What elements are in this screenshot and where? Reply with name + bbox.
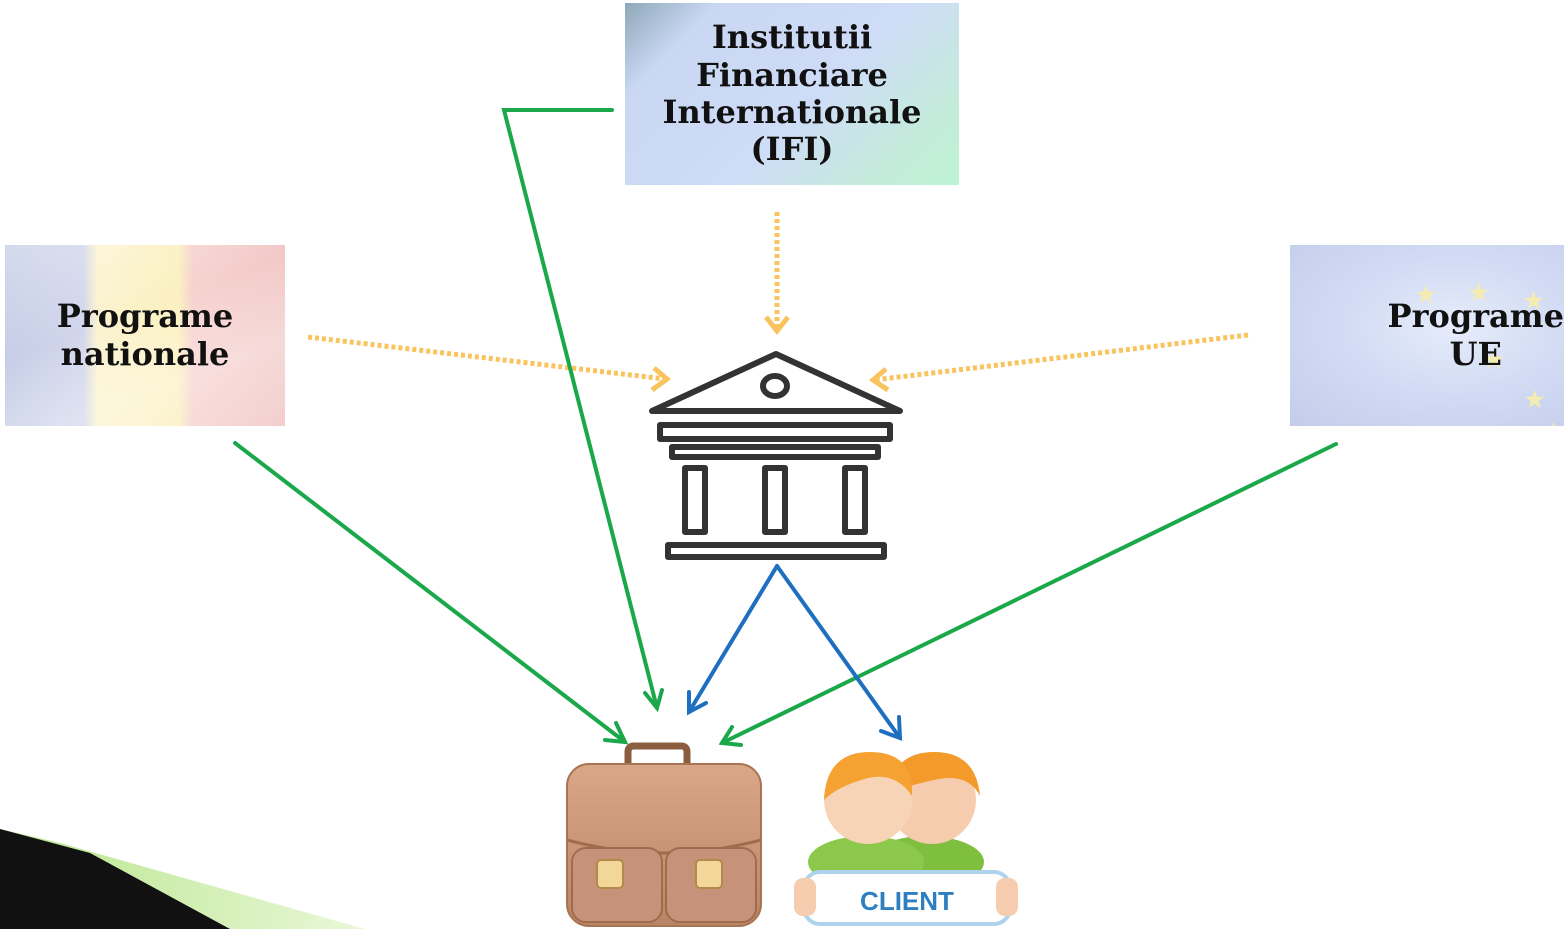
eu-programs-box: ★ ★ ★ ★ ★ ★ ★ ★ ★ ★ ★ ★ Programe UE [1290,245,1564,426]
blue-arrowhead-briefcase [687,690,708,716]
national-programs-label: Programe nationale [56,297,234,373]
dotted-arrowhead-national [650,366,672,393]
dotted-arrows [307,212,1249,393]
green-arrowhead-eu [718,725,743,747]
green-arrows [233,108,1338,747]
blue-arrow-bank-briefcase [687,564,779,714]
blue-arrowhead-client [879,715,903,741]
dotted-arrowhead-ifi [764,315,790,336]
national-programs-box: Programe nationale [5,245,285,426]
green-arrowhead-ifi [643,688,664,713]
eu-flag-stars: ★ ★ ★ ★ ★ ★ ★ ★ ★ ★ ★ ★ [1416,279,1563,426]
dotted-arrow-national-bank [307,334,666,382]
client-sign-label: CLIENT [860,886,954,916]
blue-arrow-bank-client [775,564,902,740]
green-arrowhead-national [603,721,629,745]
green-arrow-national-briefcase [233,441,627,744]
ifi-label: Institutii Financiare Internationale (IF… [662,18,922,169]
blue-arrows [687,564,903,741]
ifi-box: Institutii Financiare Internationale (IF… [625,3,959,185]
decorative-wedge [0,829,365,929]
dotted-arrow-eu-bank [873,332,1249,383]
briefcase-icon [566,742,762,927]
dotted-arrowhead-eu [868,367,890,393]
eu-programs-label: Programe UE [1387,297,1564,373]
bank-building-icon [649,351,903,560]
green-arrow-eu-briefcase [720,442,1338,745]
green-arrow-ifi-briefcase [501,108,659,710]
client-people-icon: CLIENT [794,752,1018,926]
